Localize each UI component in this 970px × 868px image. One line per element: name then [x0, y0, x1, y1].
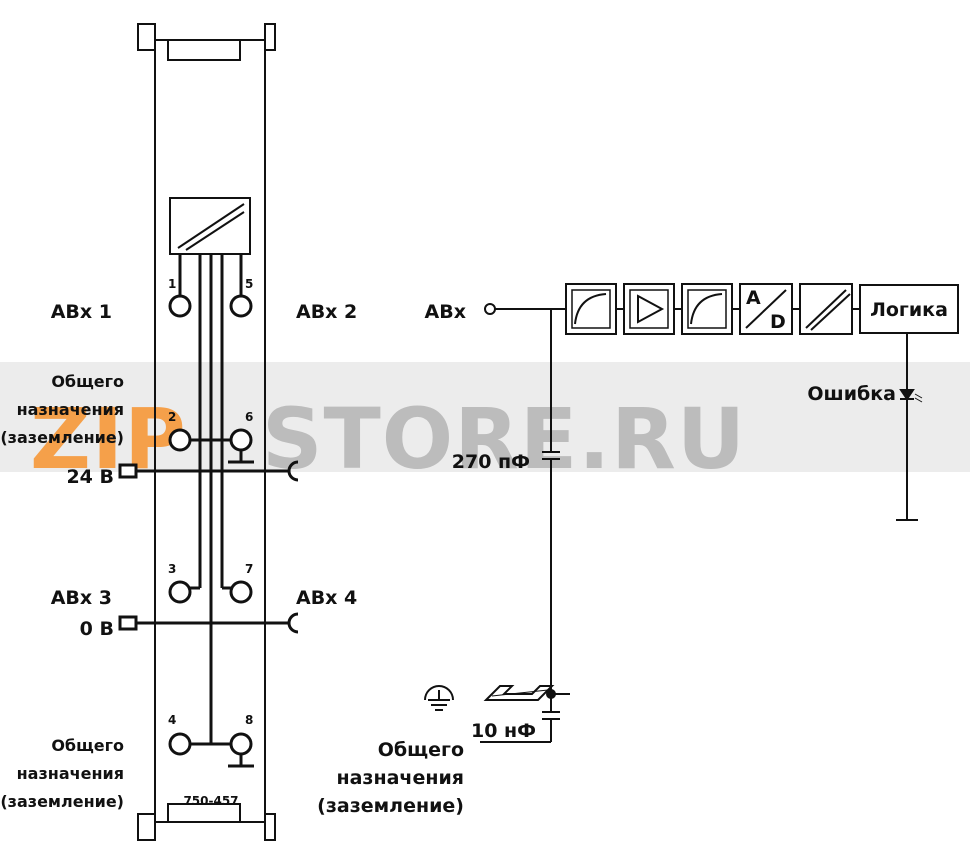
- label-abx1: АВх 1: [51, 301, 112, 323]
- svg-text:(заземление): (заземление): [0, 428, 124, 447]
- label-abx-input: АВх: [425, 301, 466, 323]
- label-general-top-left: Общего назначения (заземление): [0, 372, 124, 447]
- terminal-number-2: 2: [168, 410, 176, 424]
- error-label: Ошибка: [807, 383, 896, 405]
- terminal-number-3: 3: [168, 562, 176, 576]
- terminal-number-8: 8: [245, 713, 253, 727]
- label-general-right: Общего назначения (заземление): [317, 739, 464, 817]
- terminal-5: [229, 294, 253, 318]
- input-circuit: [480, 303, 570, 743]
- din-rail-icon: [483, 685, 555, 701]
- earth-ground-icon: [424, 685, 454, 711]
- watermark-right: STORE.RU: [262, 390, 746, 488]
- svg-text:назначения: назначения: [336, 767, 464, 789]
- filter-block-2: [681, 283, 733, 335]
- jumper-contact-24v: [118, 463, 138, 479]
- label-capacitor-270pf: 270 пФ: [452, 451, 530, 473]
- ad-label-d: D: [770, 311, 786, 333]
- label-abx2: АВх 2: [296, 301, 357, 323]
- filter-block-1: [565, 283, 617, 335]
- error-led: [896, 333, 923, 521]
- svg-text:назначения: назначения: [17, 764, 124, 783]
- isolation-converter: [169, 197, 251, 255]
- terminal-2: [168, 428, 192, 452]
- part-number: 750-457: [183, 794, 238, 808]
- terminal-number-7: 7: [245, 562, 253, 576]
- svg-text:Общего: Общего: [51, 736, 124, 755]
- terminal-number-1: 1: [168, 277, 176, 291]
- terminal-number-4: 4: [168, 713, 176, 727]
- terminal-6: [229, 428, 253, 452]
- svg-text:(заземление): (заземление): [0, 792, 124, 811]
- amplifier-block: [623, 283, 675, 335]
- terminal-1: [168, 294, 192, 318]
- module-internal-wiring: [178, 254, 243, 746]
- logic-block: [859, 284, 959, 334]
- ground-symbols-module: [228, 450, 254, 768]
- svg-text:назначения: назначения: [17, 400, 124, 419]
- signal-chain: [565, 283, 959, 335]
- terminal-numbers: 1 2 3 4 5 6 7 8: [168, 277, 253, 727]
- jumper-contact-0v: [118, 615, 138, 631]
- label-abx4: АВх 4: [296, 587, 357, 609]
- label-0v: 0 В: [80, 618, 114, 640]
- terminal-3: [168, 580, 192, 604]
- watermark-band: [0, 362, 970, 472]
- label-general-bottom-left: Общего назначения (заземление): [0, 736, 124, 811]
- logic-label: Логика: [870, 299, 948, 321]
- label-capacitor-10nf: 10 нФ: [471, 720, 536, 742]
- terminal-number-6: 6: [245, 410, 253, 424]
- label-abx3: АВх 3: [51, 587, 112, 609]
- svg-text:(заземление): (заземление): [317, 795, 464, 817]
- svg-text:Общего: Общего: [51, 372, 124, 391]
- terminal-7: [229, 580, 253, 604]
- module-housing: [137, 23, 276, 841]
- terminal-8: [229, 732, 253, 756]
- label-24v: 24 В: [66, 466, 114, 488]
- terminal-4: [168, 732, 192, 756]
- svg-text:Общего: Общего: [378, 739, 464, 761]
- terminal-number-5: 5: [245, 277, 253, 291]
- watermark: ZIP STORE.RU: [0, 362, 970, 488]
- power-jumpers: [118, 460, 299, 634]
- ad-label-a: A: [746, 287, 761, 309]
